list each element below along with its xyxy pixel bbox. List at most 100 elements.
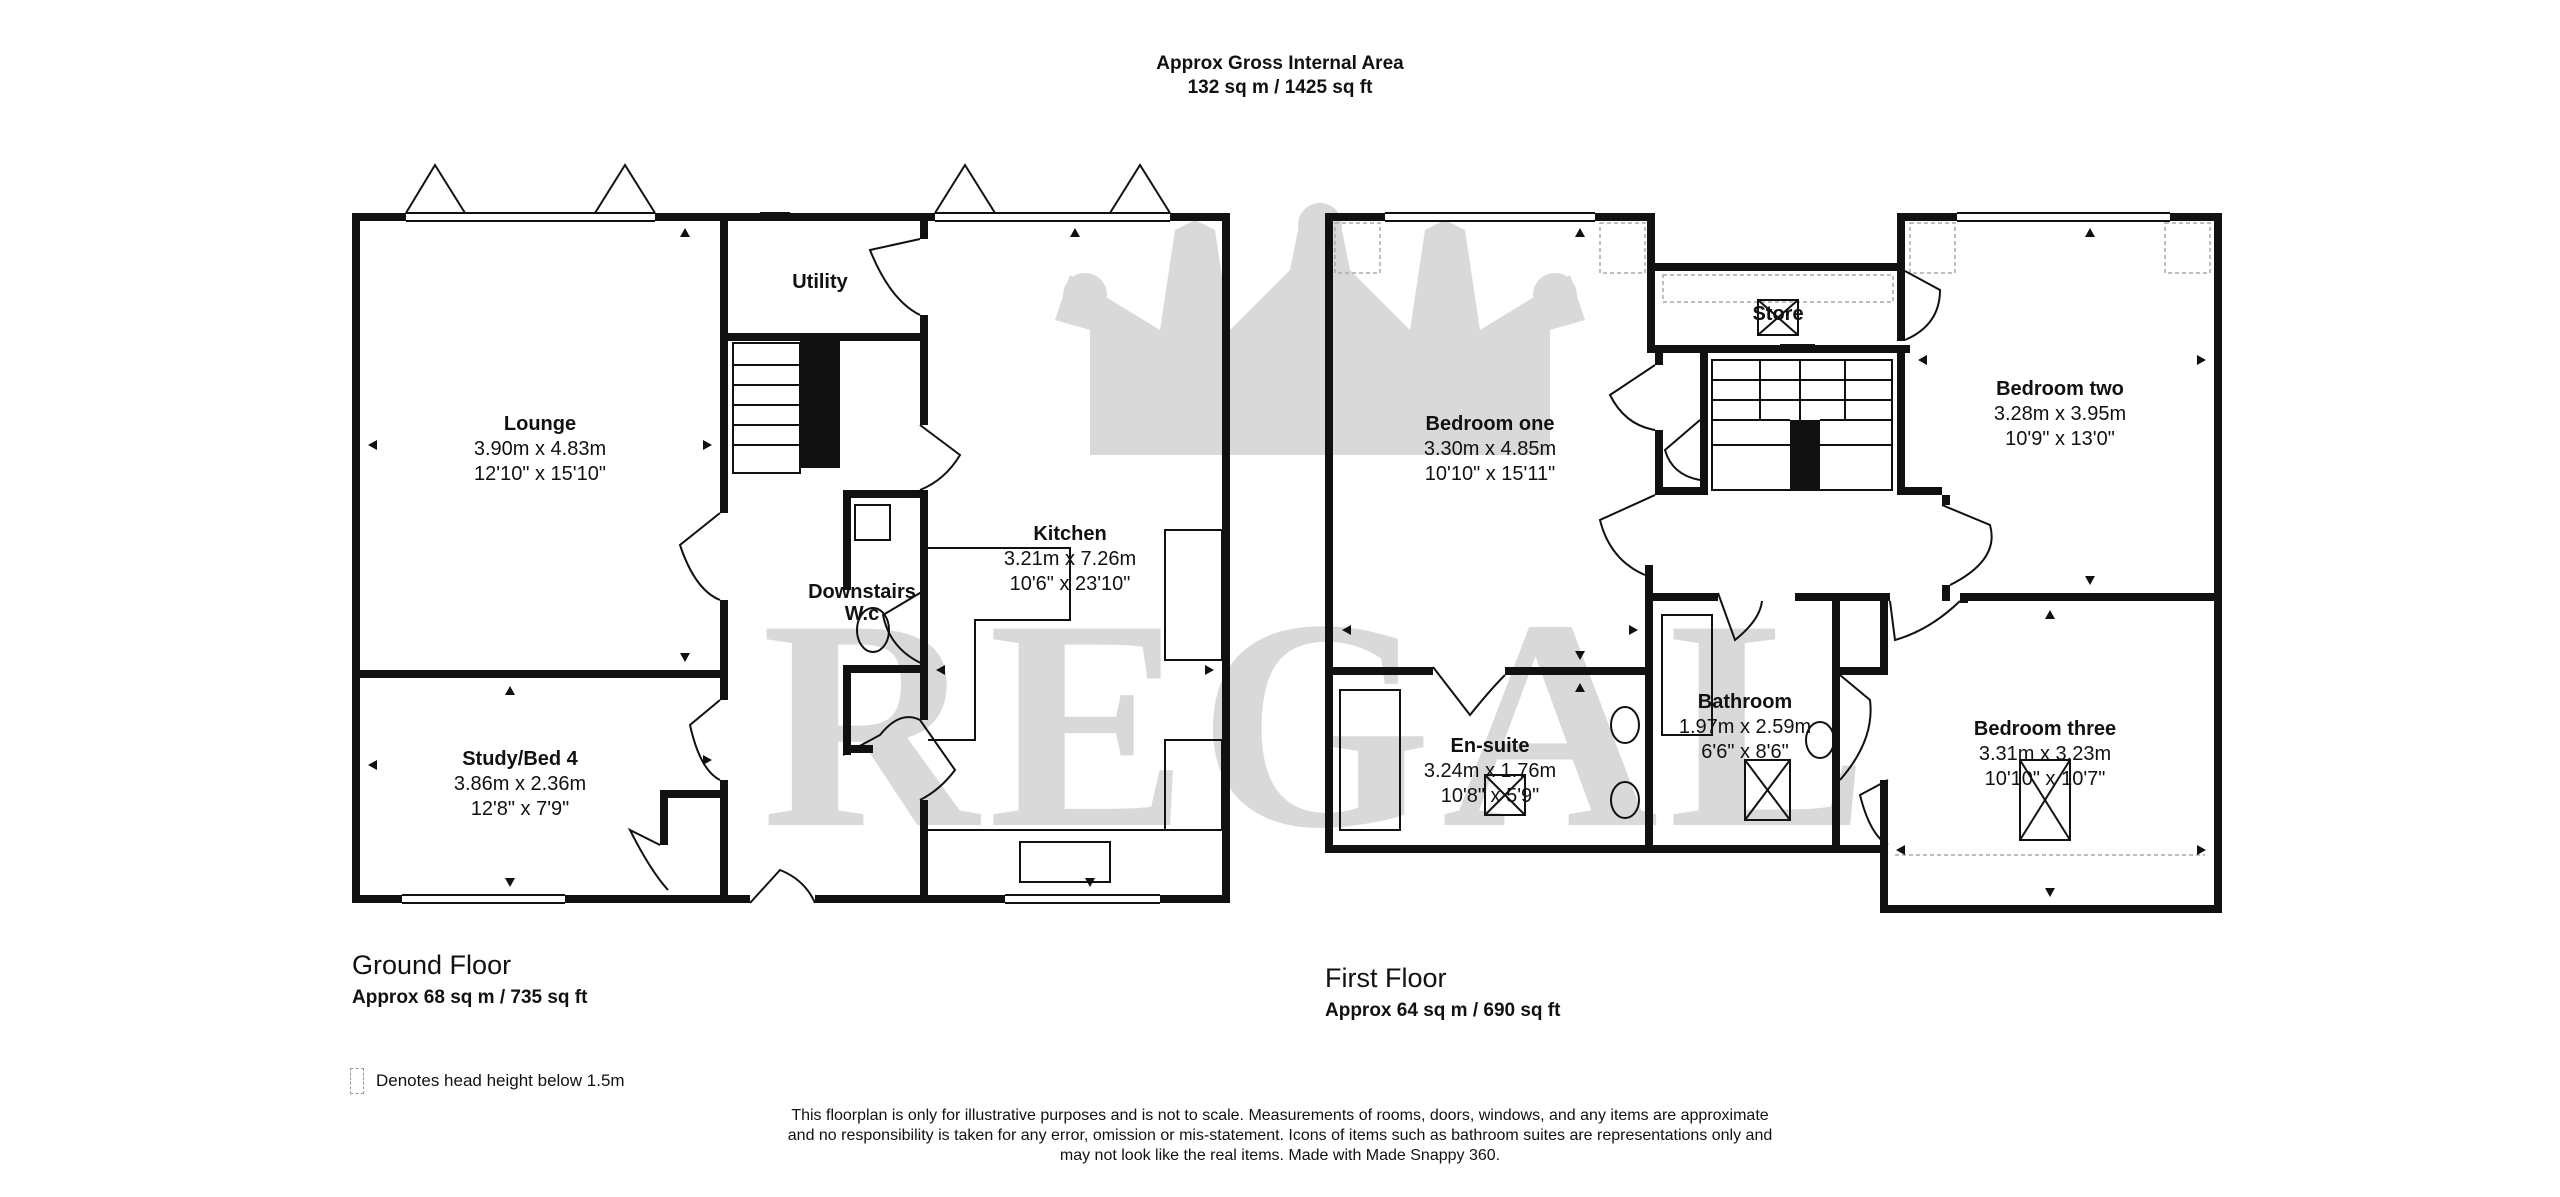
wall bbox=[1170, 213, 1230, 221]
wall bbox=[815, 895, 1005, 903]
ground-floor-plan: Lounge 3.90m x 4.83m 12'10" x 15'10" Uti… bbox=[352, 163, 1230, 904]
en-suite-metric: 3.24m x 1.76m bbox=[1424, 760, 1556, 782]
kitchen-name: Kitchen bbox=[1033, 523, 1106, 545]
wall bbox=[843, 665, 925, 673]
wall bbox=[1700, 345, 1910, 353]
store-name: Store bbox=[1752, 303, 1803, 325]
wall bbox=[565, 895, 750, 903]
bath-fittings bbox=[1339, 614, 2071, 841]
disclaimer-line: may not look like the real items. Made w… bbox=[1059, 1147, 1501, 1164]
wall bbox=[920, 315, 928, 425]
lounge-imperial: 12'10" x 15'10" bbox=[474, 463, 606, 485]
lounge-metric: 3.90m x 4.83m bbox=[474, 438, 606, 460]
wall bbox=[2170, 213, 2222, 221]
stair-post bbox=[1790, 420, 1820, 490]
wall bbox=[843, 665, 851, 755]
low-headroom-marker bbox=[1334, 222, 2211, 856]
lounge-name: Lounge bbox=[504, 413, 576, 435]
wall bbox=[1832, 593, 1840, 845]
wall bbox=[843, 490, 851, 590]
bedroom-two-imperial: 10'9" x 13'0" bbox=[2005, 428, 2115, 450]
wall bbox=[1960, 593, 1968, 603]
wall bbox=[1505, 667, 1653, 675]
wall bbox=[1333, 667, 1433, 675]
kitchen-units bbox=[928, 529, 1223, 883]
ground-floor-area: Approx 68 sq m / 735 sq ft bbox=[352, 987, 588, 1008]
study-name: Study/Bed 4 bbox=[462, 748, 578, 770]
ground-floor-caption: Ground Floor Approx 68 sq m / 735 sq ft bbox=[352, 950, 587, 1009]
wall bbox=[1325, 213, 1385, 221]
wall bbox=[1655, 487, 1700, 495]
wall bbox=[720, 600, 728, 700]
wall bbox=[1880, 905, 2222, 913]
wall bbox=[1325, 213, 1333, 853]
wall bbox=[660, 790, 728, 798]
wall bbox=[1897, 345, 1905, 495]
french-door-icon bbox=[405, 163, 1171, 214]
wall bbox=[1647, 213, 1655, 353]
wall bbox=[843, 490, 925, 498]
door-swing-icon bbox=[1432, 270, 1993, 846]
bedroom-three-imperial: 10'10" x 10'7" bbox=[1985, 768, 2106, 790]
gross-area-value: 132 sq m / 1425 sq ft bbox=[1187, 77, 1373, 98]
dimension-arrows bbox=[368, 228, 1214, 887]
bedroom-one-imperial: 10'10" x 15'11" bbox=[1425, 463, 1555, 485]
first-floor-caption: First Floor Approx 64 sq m / 690 sq ft bbox=[1325, 963, 1560, 1022]
wall bbox=[720, 780, 728, 900]
en-suite-imperial: 10'8" x 5'9" bbox=[1441, 785, 1540, 807]
wall bbox=[1840, 667, 1888, 675]
utility-name: Utility bbox=[792, 271, 848, 293]
gross-area-header: Approx Gross Internal Area 132 sq m / 14… bbox=[0, 52, 2560, 100]
wall bbox=[1880, 780, 1888, 845]
bathroom-name: Bathroom bbox=[1698, 691, 1792, 713]
wall bbox=[655, 213, 715, 221]
legend: Denotes head height below 1.5m bbox=[350, 1068, 625, 1094]
wall bbox=[1942, 495, 1950, 505]
bathroom-imperial: 6'6" x 8'6" bbox=[1701, 741, 1788, 763]
wall bbox=[1795, 593, 1840, 601]
wall bbox=[660, 790, 668, 845]
wall bbox=[1655, 345, 1663, 365]
wall bbox=[1647, 263, 1897, 271]
wall bbox=[1655, 345, 1700, 353]
legend-text: Denotes head height below 1.5m bbox=[376, 1071, 625, 1090]
wc-name: Downstairs bbox=[808, 581, 916, 603]
wall bbox=[1897, 487, 1942, 495]
first-floor-area: Approx 64 sq m / 690 sq ft bbox=[1325, 1000, 1561, 1021]
wall bbox=[1700, 345, 1708, 495]
disclaimer: This floorplan is only for illustrative … bbox=[700, 1106, 1860, 1166]
wall bbox=[1222, 213, 1230, 903]
kitchen-imperial: 10'6" x 23'10" bbox=[1010, 573, 1131, 595]
study-imperial: 12'8" x 7'9" bbox=[471, 798, 570, 820]
first-floor-name: First Floor bbox=[1325, 963, 1447, 993]
wall bbox=[843, 745, 873, 753]
dimension-arrows bbox=[1342, 228, 2206, 897]
wall bbox=[1595, 213, 1655, 221]
wall bbox=[920, 221, 928, 239]
stair-post bbox=[800, 333, 840, 468]
window bbox=[352, 212, 1170, 904]
wall bbox=[1880, 593, 1888, 673]
staircase bbox=[732, 342, 801, 474]
bedroom-three-metric: 3.31m x 3.23m bbox=[1979, 743, 2111, 765]
wall bbox=[1160, 895, 1230, 903]
bedroom-one-name: Bedroom one bbox=[1426, 413, 1555, 435]
loft-hatch-icon bbox=[1757, 299, 1799, 336]
gross-area-title: Approx Gross Internal Area bbox=[1156, 53, 1404, 74]
wall bbox=[1897, 213, 1957, 221]
bathroom-metric: 1.97m x 2.59m bbox=[1679, 716, 1811, 738]
wall bbox=[1840, 593, 1890, 601]
regal-watermark-text: REGAL bbox=[762, 558, 1879, 890]
wall bbox=[920, 800, 928, 895]
study-metric: 3.86m x 2.36m bbox=[454, 773, 586, 795]
wall bbox=[1880, 845, 1888, 913]
wall bbox=[2214, 213, 2222, 913]
wc-name-2: W.c bbox=[845, 603, 879, 625]
door-swing-icon bbox=[627, 238, 962, 904]
wall bbox=[720, 221, 728, 513]
wall bbox=[715, 213, 935, 221]
en-suite-name: En-suite bbox=[1451, 735, 1530, 757]
wall bbox=[1960, 593, 2222, 601]
wall bbox=[352, 213, 360, 903]
